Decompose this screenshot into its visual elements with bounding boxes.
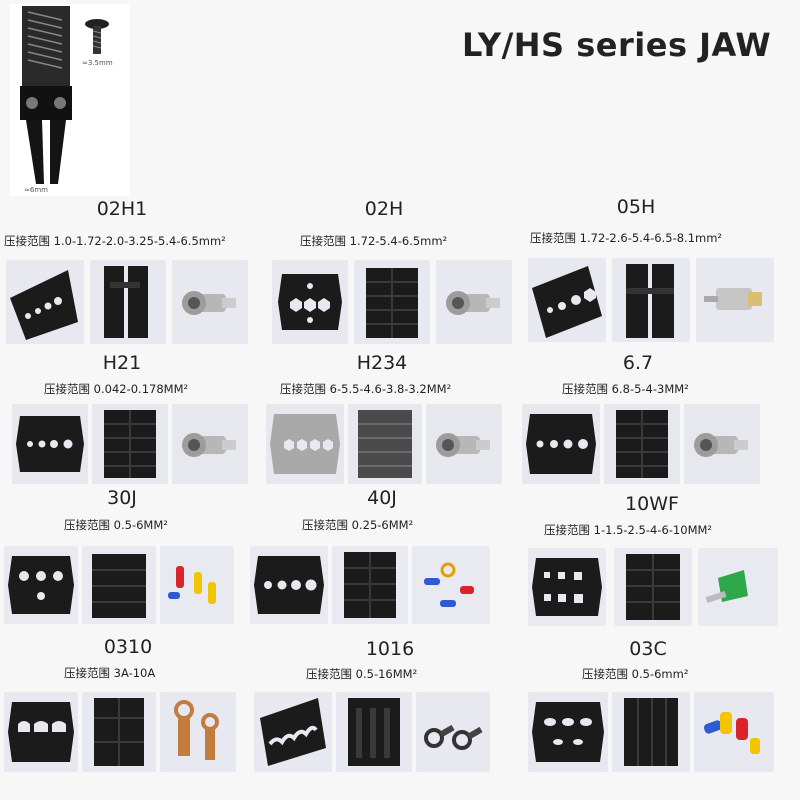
jaw-die-photo <box>528 692 608 772</box>
jaw-die-photo <box>254 692 332 772</box>
jaw-code-h21: H21 <box>102 352 142 374</box>
bnc-connector-icon <box>436 260 512 344</box>
jaw-code-02h: 02H <box>364 198 404 220</box>
jaw-side-photo <box>90 260 166 344</box>
jaw-die-photo <box>4 692 78 772</box>
jaw-side-photo <box>82 692 156 772</box>
jaw-die-photo <box>12 404 88 484</box>
insulated-terminals-icon <box>412 546 490 624</box>
jaw-range-40j: 压接范围 0.25-6MM² <box>302 518 414 532</box>
jaw-side-photo <box>612 258 690 342</box>
jaw-code-1016: 1016 <box>365 638 415 660</box>
copper-ring-terminals-icon <box>160 692 236 772</box>
jaw-range-0310: 压接范围 3A-10A <box>64 666 156 680</box>
jaw-die-photo <box>4 546 78 624</box>
ring-terminals-icon <box>416 692 490 772</box>
ferrule-terminal-icon <box>698 548 778 626</box>
bnc-connector-icon <box>172 260 248 344</box>
jaw-range-6-7: 压接范围 6.8-5-4-3MM² <box>562 382 689 396</box>
jaw-code-0310: 0310 <box>103 636 153 658</box>
bnc-connector-icon <box>172 404 248 484</box>
jaw-code-30j: 30J <box>107 487 137 509</box>
bnc-connector-icon <box>684 404 760 484</box>
jaw-code-05h: 05H <box>616 196 656 218</box>
jaw-code-6-7: 6.7 <box>622 352 654 374</box>
crimper-jaw-illustration <box>20 6 72 184</box>
jaw-side-photo <box>348 404 422 484</box>
jaw-die-photo <box>528 548 606 626</box>
insulated-terminals-icon <box>160 546 234 624</box>
jaw-range-02h: 压接范围 1.72-5.4-6.5mm² <box>300 234 448 248</box>
jaw-side-photo <box>92 404 168 484</box>
jaw-range-h21: 压接范围 0.042-0.178MM² <box>44 382 189 396</box>
jaw-code-03c: 03C <box>629 638 667 660</box>
jaw-die-photo <box>522 404 600 484</box>
jaw-range-10wf: 压接范围 1-1.5-2.5-4-6-10MM² <box>544 523 713 537</box>
jaw-side-photo <box>604 404 680 484</box>
screw-dimension: ≈3.5mm <box>82 59 113 67</box>
page-title: LY/HS series JAW <box>462 26 772 64</box>
jaw-die-photo <box>250 546 328 624</box>
jaw-die-photo <box>272 260 348 344</box>
jaw-code-10wf: 10WF <box>625 493 679 515</box>
jaw-side-photo <box>82 546 156 624</box>
bnc-connector-icon <box>426 404 502 484</box>
jaw-die-photo <box>6 260 84 344</box>
jaw-die-photo-silver <box>266 404 344 484</box>
jaw-range-h234: 压接范围 6-5.5-4.6-3.8-3.2MM² <box>280 382 452 396</box>
crimper-head-photo: ≈3.5mm ≈6mm <box>10 4 130 196</box>
jaw-range-30j: 压接范围 0.5-6MM² <box>64 518 168 532</box>
jaw-code-h234: H234 <box>356 352 408 374</box>
jaw-code-02h1: 02H1 <box>96 198 148 220</box>
jaw-range-1016: 压接范围 0.5-16MM² <box>306 667 418 681</box>
jaw-code-40j: 40J <box>367 487 397 509</box>
screw-icon <box>85 19 109 54</box>
jaw-side-photo <box>354 260 430 344</box>
jaw-range-02h1: 压接范围 1.0-1.72-2.0-3.25-5.4-6.5mm² <box>4 234 226 248</box>
jaw-side-photo <box>332 546 408 624</box>
insulated-terminals-icon <box>694 692 774 772</box>
jaw-side-photo <box>336 692 412 772</box>
jaw-range-05h: 压接范围 1.72-2.6-5.4-6.5-8.1mm² <box>530 231 723 245</box>
jaw-range-03c: 压接范围 0.5-6mm² <box>582 667 689 681</box>
jaw-die-photo <box>528 258 606 342</box>
jaw-dimension: ≈6mm <box>24 186 48 194</box>
jaw-side-photo <box>612 692 690 772</box>
jaw-side-photo <box>614 548 692 626</box>
fiber-connector-icon <box>696 258 774 342</box>
